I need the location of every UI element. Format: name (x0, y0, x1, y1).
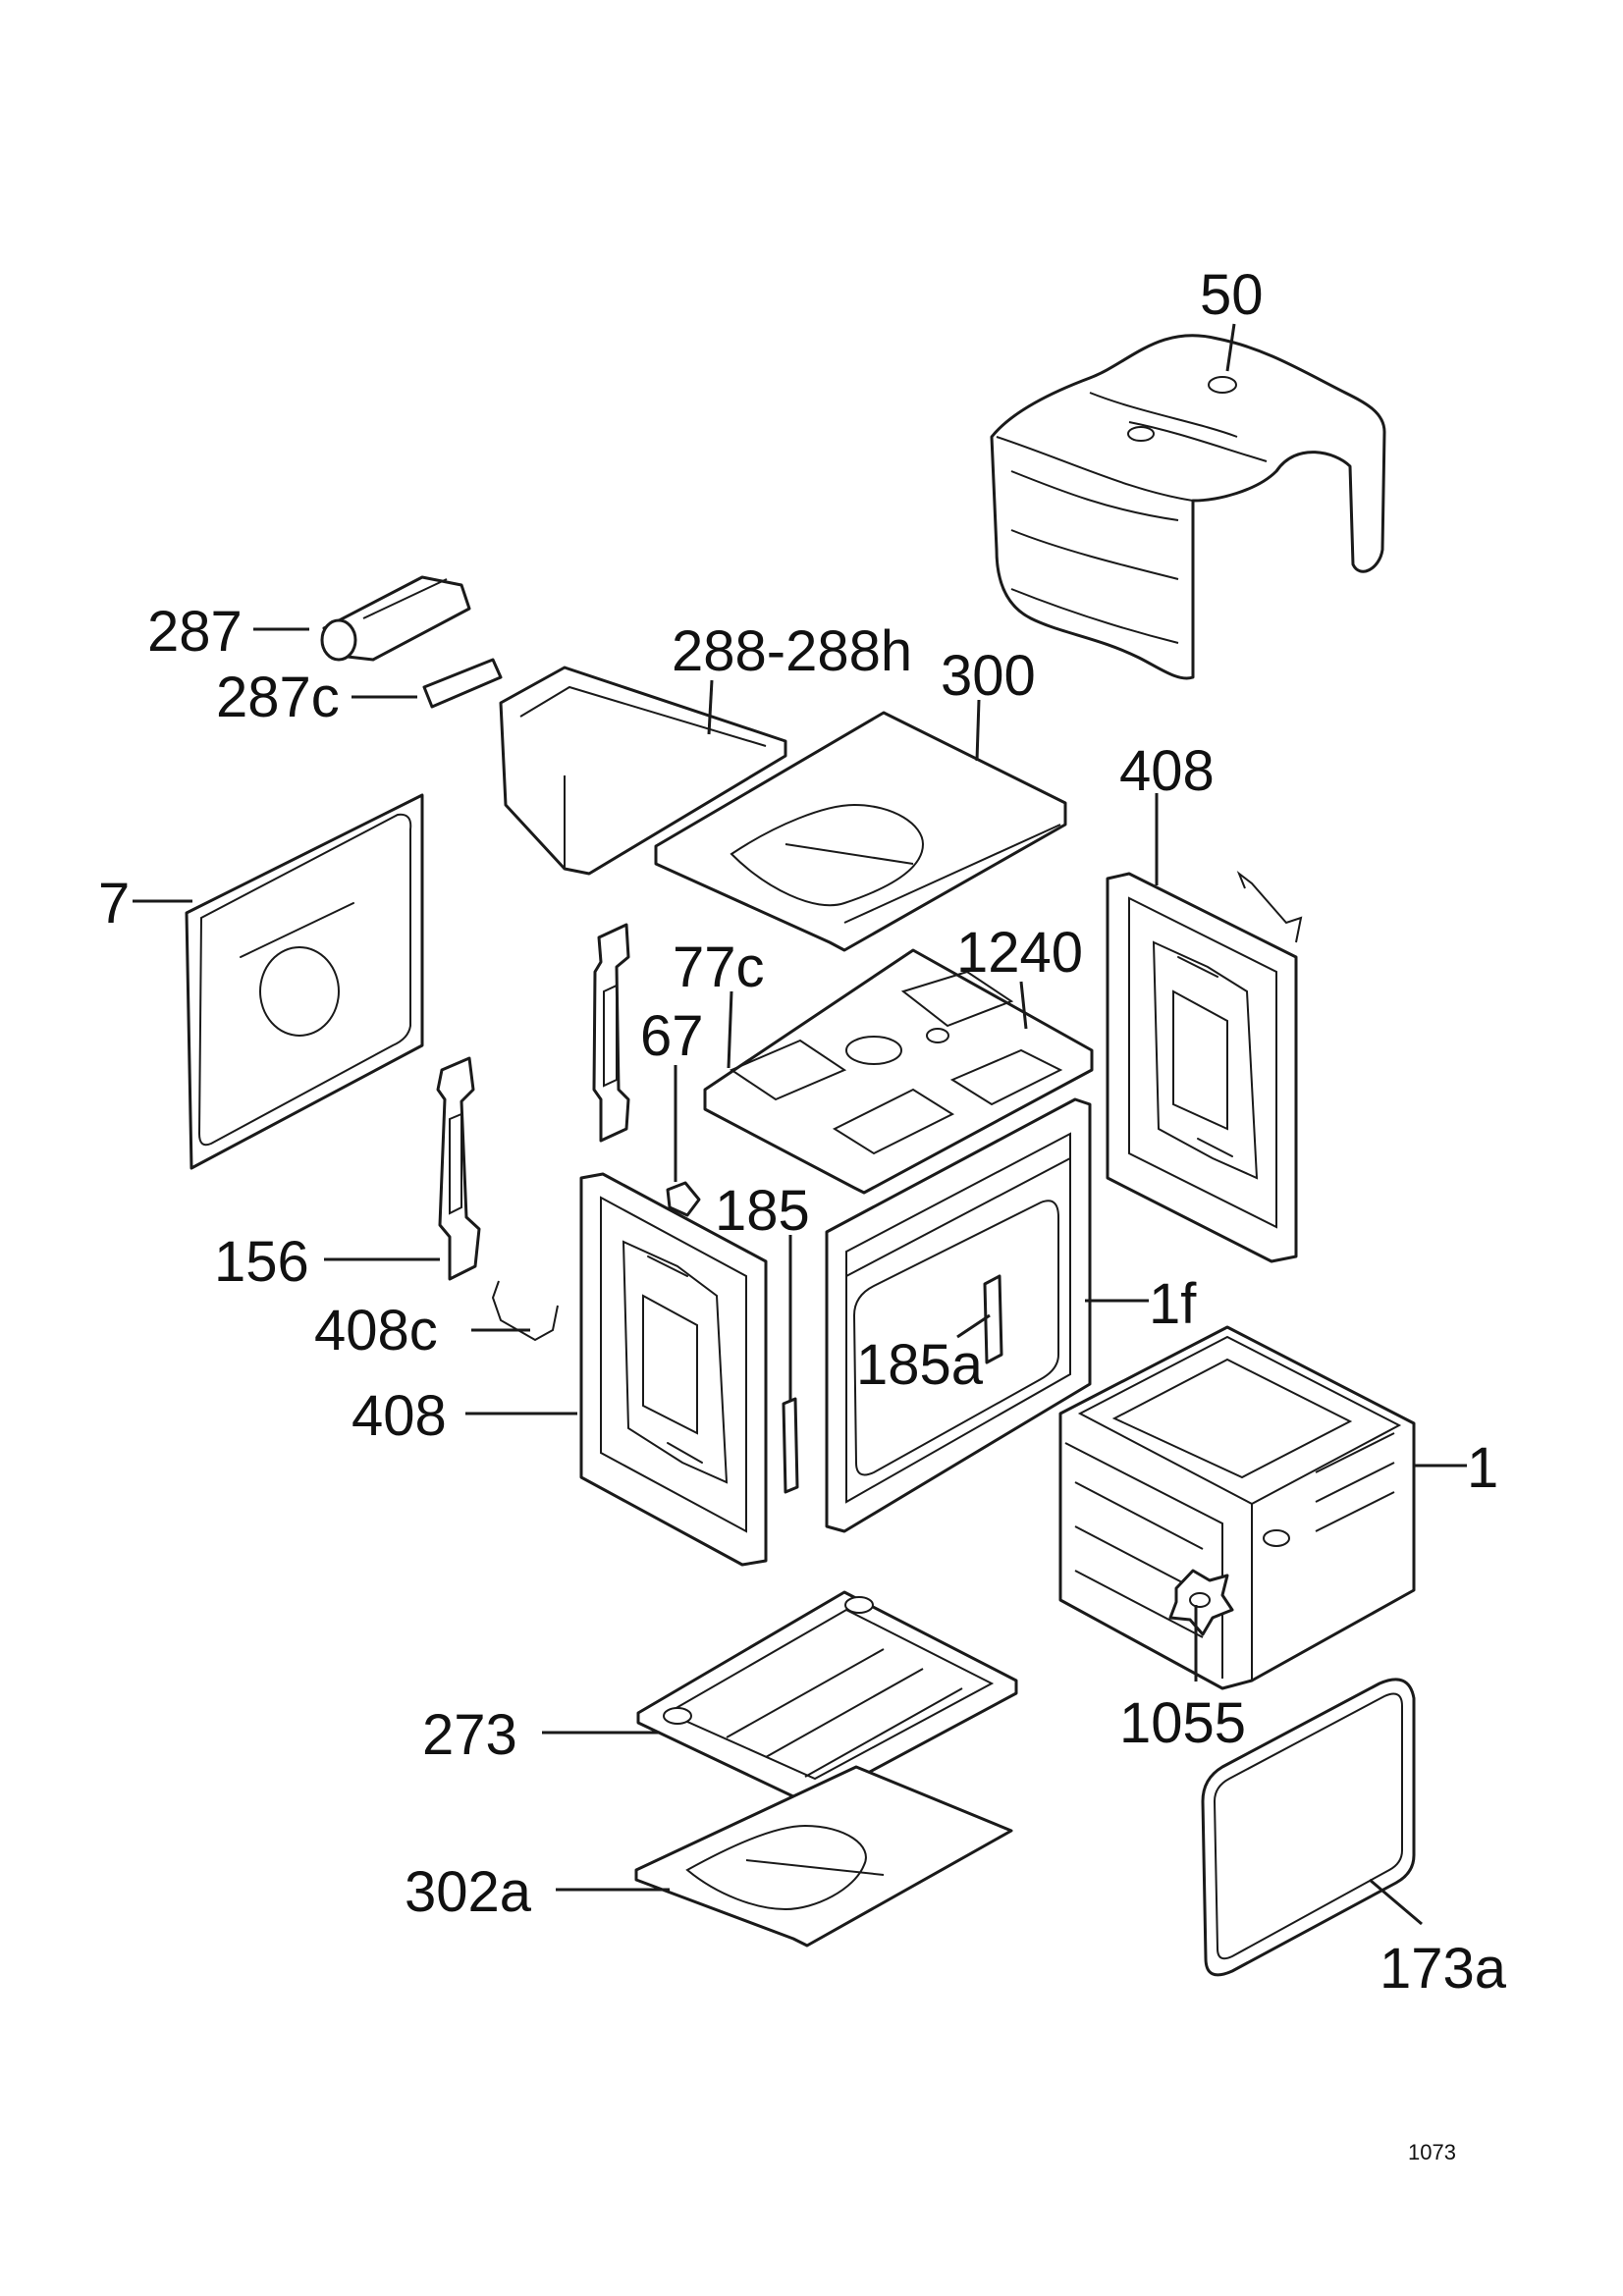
callout-300: 300 (941, 644, 1036, 708)
part-77c-hook[interactable] (592, 923, 630, 1143)
part-408-left-side-panel[interactable] (579, 1172, 768, 1567)
leader-lines (133, 323, 1467, 1926)
callout-1240: 1240 (956, 921, 1083, 985)
part-408-right-side-panel[interactable] (1106, 872, 1298, 1263)
part-7-back-panel[interactable] (185, 793, 424, 1170)
part-185-strip[interactable] (782, 1397, 799, 1494)
callout-67: 67 (640, 1004, 704, 1068)
callout-408-left: 408 (352, 1384, 447, 1448)
leader-77c (727, 990, 733, 1069)
callout-1f: 1f (1149, 1272, 1197, 1336)
callout-185: 185 (715, 1179, 810, 1243)
part-408c-right-wire[interactable] (1236, 870, 1303, 943)
callout-408c: 408c (314, 1299, 438, 1362)
callout-287c: 287c (216, 666, 340, 729)
callout-156: 156 (214, 1230, 309, 1294)
callout-287: 287 (147, 600, 243, 664)
part-1055-fan[interactable] (1168, 1569, 1234, 1636)
leader-185a (956, 1313, 991, 1339)
part-273-bottom-frame[interactable] (636, 1590, 1018, 1803)
callout-302a: 302a (405, 1860, 532, 1924)
leader-288 (707, 679, 714, 735)
part-1f-front-frame[interactable] (825, 1097, 1092, 1533)
callout-185a: 185a (856, 1333, 984, 1397)
part-287c-cover[interactable] (422, 658, 503, 709)
part-173a-door-seal[interactable] (1201, 1678, 1416, 1977)
page-number: 1073 (1408, 2140, 1456, 2164)
part-287-fan-motor[interactable] (320, 575, 471, 662)
callout-173a: 173a (1380, 1937, 1507, 2001)
leader-50 (1225, 323, 1236, 372)
part-67-clip[interactable] (666, 1181, 701, 1217)
leader-300 (975, 699, 981, 762)
leader-173a (1369, 1878, 1423, 1926)
callout-50: 50 (1200, 263, 1264, 327)
part-1-oven-cavity[interactable] (1058, 1325, 1416, 1690)
part-1240-plate[interactable] (703, 948, 1094, 1195)
part-300-top-panel[interactable] (654, 711, 1067, 952)
part-288-duct[interactable] (499, 666, 787, 876)
part-156-bracket[interactable] (436, 1056, 481, 1281)
callout-1055: 1055 (1119, 1691, 1246, 1755)
leader-1240 (1019, 981, 1028, 1030)
part-185a-latch[interactable] (983, 1274, 1003, 1364)
callout-408-top: 408 (1119, 739, 1215, 803)
part-50-insulation[interactable] (990, 334, 1386, 680)
callout-288: 288-288h (672, 619, 912, 683)
callout-1: 1 (1467, 1436, 1498, 1500)
callout-273: 273 (422, 1703, 517, 1767)
callout-labels: 50 287 287c 288-288h 300 408 7 77c 1240 … (98, 263, 1507, 2001)
part-302a-bottom-panel[interactable] (634, 1765, 1013, 1948)
callout-7: 7 (98, 872, 130, 935)
callout-77c: 77c (673, 935, 765, 999)
